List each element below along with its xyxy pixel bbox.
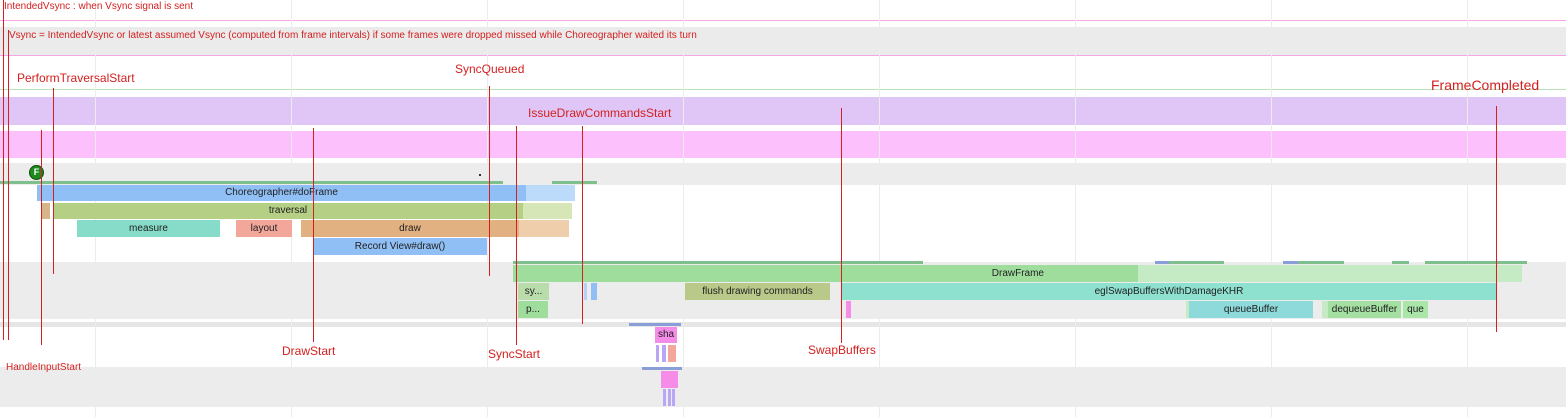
slice-small-blue[interactable] bbox=[584, 283, 587, 300]
slice-draw-tail[interactable] bbox=[519, 220, 569, 237]
slice-green-sliver[interactable] bbox=[1322, 301, 1328, 318]
slice-egl-swap-buffers[interactable]: eglSwapBuffersWithDamageKHR bbox=[842, 283, 1496, 300]
slice-queue-short[interactable]: que bbox=[1403, 301, 1428, 318]
thread-state-strip bbox=[629, 323, 681, 326]
thread-state-strip bbox=[0, 181, 503, 184]
marker-line-frame-completed bbox=[1496, 106, 1497, 332]
track-band-separator bbox=[0, 322, 1566, 327]
label-issue-draw-commands-start: IssueDrawCommandsStart bbox=[528, 106, 672, 120]
slice-small-pink[interactable] bbox=[846, 301, 851, 318]
slice-sync[interactable]: sy... bbox=[518, 283, 549, 300]
thread-state-strip bbox=[1425, 261, 1527, 264]
grid-line bbox=[879, 0, 880, 417]
grid-line bbox=[1271, 0, 1272, 417]
track-band-vsync bbox=[0, 27, 1566, 55]
label-handle-input-start: HandleInputStart bbox=[6, 362, 82, 373]
slice-input-stub[interactable] bbox=[41, 203, 50, 219]
vsync-marker-line bbox=[0, 20, 1566, 21]
label-frame-completed: FrameCompleted bbox=[1431, 77, 1540, 93]
slice-small-purple[interactable] bbox=[663, 389, 666, 406]
label-sync-start: SyncStart bbox=[488, 347, 541, 361]
slice-traversal-tail[interactable] bbox=[523, 203, 572, 219]
thread-state-strip bbox=[1169, 261, 1224, 264]
slice-green-sliver[interactable] bbox=[1186, 301, 1189, 318]
slice-measure[interactable]: measure bbox=[77, 220, 220, 237]
slice-dequeue-buffer[interactable]: dequeueBuffer bbox=[1328, 301, 1401, 318]
frame-marker-icon[interactable]: F bbox=[29, 165, 44, 180]
track-band-green-line bbox=[0, 89, 1566, 90]
marker-line-handle-input-start bbox=[41, 130, 42, 345]
thread-state-strip bbox=[1155, 261, 1169, 264]
slice-small-purple[interactable] bbox=[672, 389, 675, 406]
slice-flush-drawing-commands[interactable]: flush drawing commands bbox=[685, 283, 830, 300]
marker-line-perform-traversal-start bbox=[53, 88, 54, 274]
note-vsync-description: Vsync = IntendedVsync or latest assumed … bbox=[9, 30, 697, 41]
label-draw-start: DrawStart bbox=[282, 344, 336, 358]
marker-line-issue-draw-commands-start bbox=[582, 126, 583, 324]
thread-state-strip bbox=[552, 181, 597, 184]
grid-line bbox=[1467, 0, 1468, 417]
grid-line bbox=[683, 0, 684, 417]
slice-pink-block[interactable] bbox=[661, 371, 678, 388]
slice-small-purple[interactable] bbox=[656, 345, 659, 362]
note-intended-vsync: IntendedVsync : when Vsync signal is sen… bbox=[4, 1, 193, 12]
slice-prepare[interactable]: p... bbox=[518, 301, 548, 318]
label-sync-queued: SyncQueued bbox=[455, 62, 525, 76]
thread-state-strip bbox=[1392, 261, 1409, 264]
frame-dot bbox=[479, 174, 481, 176]
marker-line-draw-start bbox=[313, 128, 314, 342]
thread-state-strip bbox=[1298, 261, 1344, 264]
thread-state-strip bbox=[1283, 261, 1298, 264]
slice-record-view-draw[interactable]: Record View#draw() bbox=[313, 238, 487, 255]
vsync-marker-line bbox=[0, 55, 1566, 56]
grid-line bbox=[1075, 0, 1076, 417]
marker-line-intended-vsync bbox=[3, 0, 4, 340]
marker-line-vsync bbox=[8, 30, 9, 340]
label-perform-traversal-start: PerformTraversalStart bbox=[17, 71, 135, 85]
track-band-bottom bbox=[0, 367, 1566, 407]
thread-state-strip bbox=[642, 367, 682, 370]
slice-queue-buffer[interactable]: queueBuffer bbox=[1189, 301, 1313, 318]
slice-drawframe[interactable]: DrawFrame bbox=[513, 265, 1138, 282]
slice-small-blue[interactable] bbox=[591, 283, 597, 300]
slice-sha[interactable]: sha bbox=[655, 327, 677, 343]
track-band-frames bbox=[0, 163, 1566, 185]
slice-traversal[interactable]: traversal bbox=[53, 203, 523, 219]
slice-small-purple[interactable] bbox=[668, 389, 671, 406]
marker-line-swap-buffers bbox=[841, 108, 842, 343]
slice-choreographer-doframe[interactable]: Choreographer#doFrame bbox=[37, 185, 526, 201]
label-swap-buffers: SwapBuffers bbox=[808, 343, 876, 357]
slice-small-salmon[interactable] bbox=[668, 345, 676, 362]
slice-drawframe-tail[interactable] bbox=[1138, 265, 1522, 282]
track-band-purple bbox=[0, 97, 1566, 125]
slice-draw[interactable]: draw bbox=[301, 220, 519, 237]
marker-line-sync-start bbox=[516, 126, 517, 345]
track-band-pink bbox=[0, 131, 1566, 158]
thread-state-strip bbox=[513, 261, 923, 264]
slice-choreographer-tail[interactable] bbox=[526, 185, 575, 201]
marker-line-sync-queued bbox=[489, 86, 490, 276]
slice-layout[interactable]: layout bbox=[236, 220, 292, 237]
slice-small-purple[interactable] bbox=[662, 345, 666, 362]
